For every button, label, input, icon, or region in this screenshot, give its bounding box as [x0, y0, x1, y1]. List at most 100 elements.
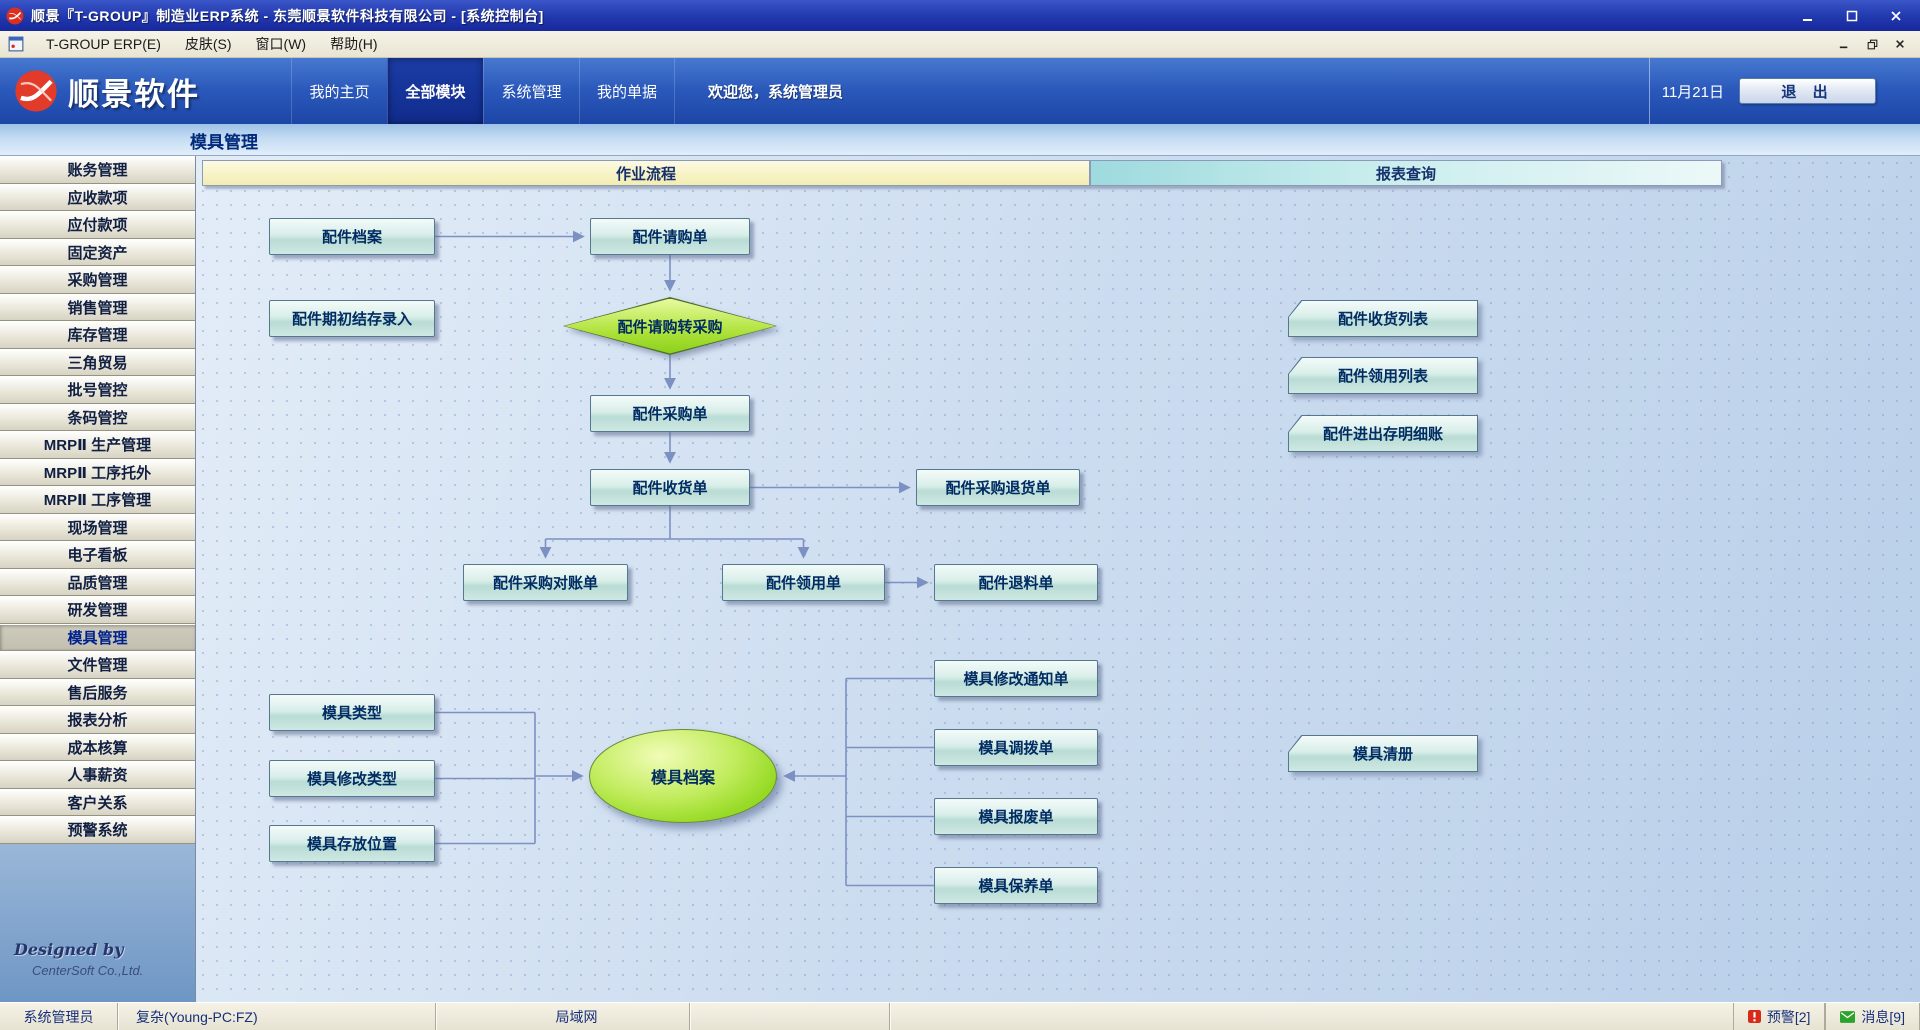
flow-node-parts-purchase-return[interactable]: 配件采购退货单 [916, 469, 1080, 506]
status-blank [690, 1003, 890, 1030]
report-node-parts-receipt-list[interactable]: 配件收货列表 [1288, 300, 1478, 337]
title-bar: 顺景『T-GROUP』制造业ERP系统 - 东莞顺景软件科技有限公司 - [系统… [0, 0, 1920, 31]
flow-node-parts-purchase-reconciliation[interactable]: 配件采购对账单 [463, 564, 628, 601]
status-messages-button[interactable]: 消息[9] [1825, 1003, 1920, 1030]
flow-node-parts-archive[interactable]: 配件档案 [269, 218, 435, 255]
sidebar-item-kanban[interactable]: 电子看板 [0, 541, 195, 569]
status-network: 局域网 [464, 1003, 690, 1030]
maximize-icon [1846, 10, 1858, 21]
date-display: 11月21日 [1648, 58, 1724, 124]
sidebar-item-mold[interactable]: 模具管理 [0, 623, 195, 651]
vendor-name-text: CenterSoft Co.,Ltd. [32, 963, 144, 978]
report-node-parts-issue-list[interactable]: 配件领用列表 [1288, 357, 1478, 394]
flow-node-mold-modify-notice[interactable]: 模具修改通知单 [934, 660, 1098, 697]
flowchart-canvas: 作业流程 报表查询 [196, 156, 1920, 1002]
status-alerts-label: 预警[2] [1766, 1008, 1811, 1025]
window-controls [1790, 4, 1914, 27]
minimize-button[interactable] [1790, 4, 1826, 27]
mdi-restore-button[interactable] [1860, 34, 1884, 54]
menu-help[interactable]: 帮助(H) [330, 36, 378, 52]
flow-node-mold-maintenance[interactable]: 模具保养单 [934, 867, 1098, 904]
flow-node-mold-archive[interactable]: 模具档案 [589, 729, 777, 823]
mdi-close-button[interactable] [1888, 34, 1912, 54]
sidebar-item-mrp2-production[interactable]: MRPⅡ 生产管理 [0, 431, 195, 459]
exit-button[interactable]: 退 出 [1739, 78, 1876, 104]
sidebar-item-shopfloor[interactable]: 现场管理 [0, 513, 195, 541]
sidebar-item-after-sales[interactable]: 售后服务 [0, 678, 195, 706]
flow-node-parts-purchase-order[interactable]: 配件采购单 [590, 395, 750, 432]
sidebar-item-purchasing[interactable]: 采购管理 [0, 266, 195, 294]
sidebar-item-report-analysis[interactable]: 报表分析 [0, 706, 195, 734]
mdi-minimize-button[interactable] [1832, 34, 1856, 54]
flow-node-mold-location[interactable]: 模具存放位置 [269, 825, 435, 862]
module-sidebar: 账务管理 应收款项 应付款项 固定资产 采购管理 销售管理 库存管理 三角贸易 … [0, 156, 196, 1002]
main-nav-tabs: 我的主页 全部模块 系统管理 我的单据 [291, 58, 675, 124]
sidebar-item-triangle-trade[interactable]: 三角贸易 [0, 348, 195, 376]
flow-node-requisition-to-purchase[interactable]: 配件请购转采购 [563, 297, 777, 355]
sidebar-item-receivables[interactable]: 应收款项 [0, 183, 195, 211]
sidebar-item-batch-control[interactable]: 批号管控 [0, 376, 195, 404]
sub-header: 模具管理 [0, 124, 1920, 156]
mdi-restore-icon [1867, 39, 1877, 49]
flow-node-parts-receipt[interactable]: 配件收货单 [590, 469, 750, 506]
mdi-minimize-icon [1839, 46, 1848, 49]
section-header-process[interactable]: 作业流程 [202, 160, 1090, 186]
sidebar-item-alert-system[interactable]: 预警系统 [0, 816, 195, 844]
brand-logo-icon [15, 70, 57, 112]
tab-my-home[interactable]: 我的主页 [291, 58, 387, 124]
content-area: 账务管理 应收款项 应付款项 固定资产 采购管理 销售管理 库存管理 三角贸易 … [0, 156, 1920, 1002]
flow-node-mold-type[interactable]: 模具类型 [269, 694, 435, 731]
window-title: 顺景『T-GROUP』制造业ERP系统 - 东莞顺景软件科技有限公司 - [系统… [31, 7, 544, 24]
sidebar-item-quality[interactable]: 品质管理 [0, 568, 195, 596]
status-connection: 复杂(Young-PC:FZ) [118, 1003, 436, 1030]
sidebar-item-finance[interactable]: 账务管理 [0, 156, 195, 184]
sidebar-item-hr-payroll[interactable]: 人事薪资 [0, 761, 195, 789]
tab-my-documents[interactable]: 我的单据 [579, 58, 675, 124]
sidebar-item-fixed-assets[interactable]: 固定资产 [0, 238, 195, 266]
mdi-window-controls [1832, 34, 1912, 54]
sidebar-item-mrp2-outsourcing[interactable]: MRPⅡ 工序托外 [0, 458, 195, 486]
tab-system-admin[interactable]: 系统管理 [483, 58, 579, 124]
alert-icon [1747, 1010, 1761, 1023]
menu-skin[interactable]: 皮肤(S) [184, 36, 232, 52]
status-user: 系统管理员 [0, 1003, 118, 1030]
flow-node-parts-material-return[interactable]: 配件退料单 [934, 564, 1098, 601]
mdi-close-icon [1896, 40, 1904, 48]
sidebar-item-crm[interactable]: 客户关系 [0, 788, 195, 816]
menu-window[interactable]: 窗口(W) [255, 36, 307, 52]
sidebar-item-payables[interactable]: 应付款项 [0, 211, 195, 239]
report-node-mold-register[interactable]: 模具清册 [1288, 735, 1478, 772]
flow-node-mold-scrap[interactable]: 模具报废单 [934, 798, 1098, 835]
sidebar-item-costing[interactable]: 成本核算 [0, 733, 195, 761]
status-messages-label: 消息[9] [1861, 1008, 1905, 1025]
close-icon [1891, 10, 1901, 21]
status-alerts-button[interactable]: 预警[2] [1732, 1003, 1826, 1030]
sidebar-item-mrp2-process[interactable]: MRPⅡ 工序管理 [0, 486, 195, 514]
welcome-text: 欢迎您，系统管理员 [708, 83, 844, 101]
menu-tgroup-erp[interactable]: T-GROUP ERP(E) [46, 36, 161, 52]
flow-node-mold-modify-type[interactable]: 模具修改类型 [269, 760, 435, 797]
sidebar-item-rnd[interactable]: 研发管理 [0, 596, 195, 624]
sidebar-item-sales[interactable]: 销售管理 [0, 293, 195, 321]
section-header-reports[interactable]: 报表查询 [1090, 160, 1722, 186]
flow-node-parts-opening-balance[interactable]: 配件期初结存录入 [269, 300, 435, 337]
menu-bar: T-GROUP ERP(E) 皮肤(S) 窗口(W) 帮助(H) [0, 31, 1920, 58]
sidebar-item-barcode-control[interactable]: 条码管控 [0, 403, 195, 431]
flow-node-parts-requisition[interactable]: 配件请购单 [590, 218, 750, 255]
sidebar-item-files[interactable]: 文件管理 [0, 651, 195, 679]
designed-by-text: Designed by [14, 940, 124, 959]
report-node-parts-inout-ledger[interactable]: 配件进出存明细账 [1288, 415, 1478, 452]
mdi-child-icon [8, 36, 24, 52]
close-button[interactable] [1878, 4, 1914, 27]
tab-all-modules[interactable]: 全部模块 [387, 58, 483, 124]
sidebar-footer: Designed by CenterSoft Co.,Ltd. [14, 940, 143, 978]
app-logo-icon [6, 7, 24, 24]
flow-node-mold-transfer[interactable]: 模具调拨单 [934, 729, 1098, 766]
banner: 顺景软件 我的主页 全部模块 系统管理 我的单据 欢迎您，系统管理员 11月21… [0, 58, 1920, 124]
status-bar: 系统管理员 复杂(Young-PC:FZ) 局域网 预警[2] 消息[9] [0, 1002, 1920, 1030]
brand-name: 顺景软件 [68, 76, 200, 112]
flow-node-parts-issue[interactable]: 配件领用单 [722, 564, 885, 601]
maximize-button[interactable] [1834, 4, 1870, 27]
sidebar-item-inventory[interactable]: 库存管理 [0, 321, 195, 349]
